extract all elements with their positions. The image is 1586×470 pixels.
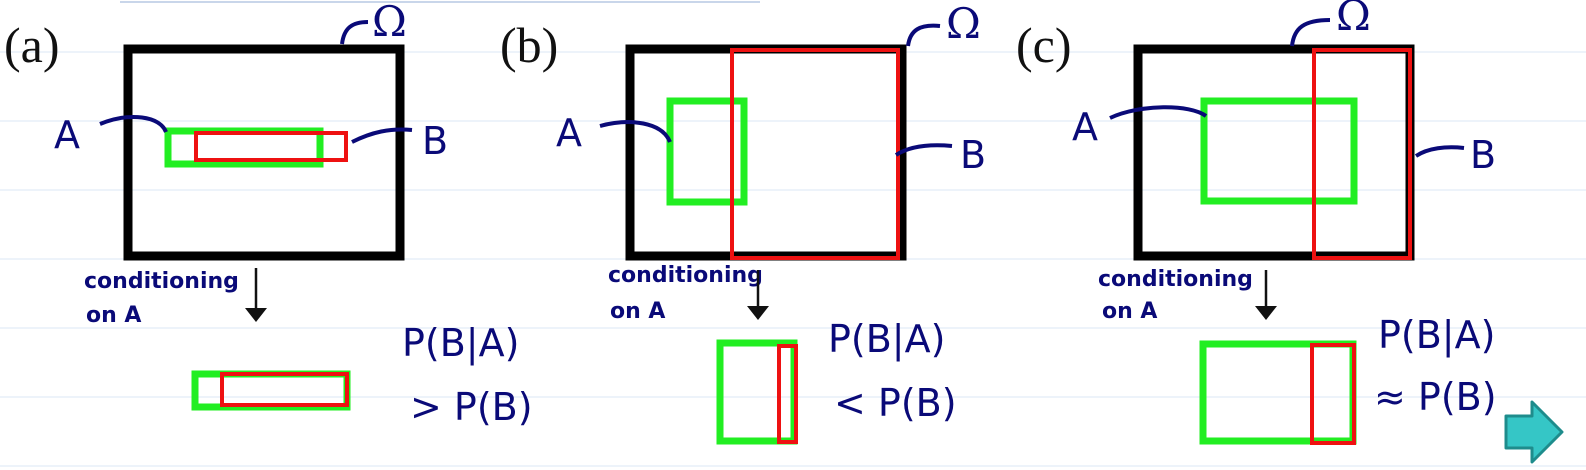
panel-b: (b) Ω A B conditioning on A P(B|A) < P(B… bbox=[500, 0, 986, 445]
panel-a-result-line2: > P(B) bbox=[410, 385, 533, 429]
panel-c-event-a bbox=[1200, 97, 1358, 205]
panel-c-label-b: B bbox=[1470, 133, 1496, 177]
panel-c-b-leader bbox=[1414, 145, 1465, 158]
panel-c-conditioned-b bbox=[1310, 343, 1356, 445]
panel-c-result-line2: ≈ P(B) bbox=[1374, 375, 1497, 419]
panel-b-b-leader bbox=[894, 143, 953, 157]
panel-b-letter: (b) bbox=[500, 17, 558, 73]
panel-c-conditioning-line2: on A bbox=[1102, 299, 1157, 324]
panel-a-omega-box bbox=[123, 44, 405, 261]
panel-c-event-b bbox=[1312, 48, 1412, 260]
panel-c-conditioned-a bbox=[1199, 340, 1357, 445]
panel-a-label-b: B bbox=[422, 119, 448, 163]
panel-b-conditioning-line2: on A bbox=[610, 299, 665, 324]
panel-c-result-line1: P(B|A) bbox=[1378, 313, 1495, 358]
panel-a-label-a: A bbox=[54, 113, 80, 157]
panel-b-omega-label: Ω bbox=[946, 0, 981, 48]
panel-c-letter: (c) bbox=[1016, 17, 1072, 73]
panel-b-event-b bbox=[730, 48, 900, 260]
panel-a-conditioned-a bbox=[191, 370, 351, 411]
panel-c-conditioning-line1: conditioning bbox=[1098, 267, 1253, 292]
panel-b-label-a: A bbox=[556, 111, 582, 155]
panel-c-omega-leader bbox=[1290, 18, 1331, 47]
panel-a: (a) Ω A B conditioning on A P(B|A) > P(B… bbox=[4, 0, 533, 429]
panel-c-omega-box bbox=[1133, 44, 1415, 261]
panel-a-conditioning-line1: conditioning bbox=[84, 269, 239, 294]
panel-b-label-b: B bbox=[960, 133, 986, 177]
panel-c: (c) Ω A B conditioning on A P(B|A) ≈ P(B… bbox=[1016, 0, 1497, 445]
panel-c-down-arrow-icon bbox=[1255, 306, 1277, 320]
panel-a-down-arrow-icon bbox=[245, 308, 267, 322]
panel-c-omega-label: Ω bbox=[1336, 0, 1371, 40]
panel-b-conditioned-a bbox=[716, 339, 798, 445]
panel-c-a-leader bbox=[1109, 105, 1208, 120]
panel-a-event-b bbox=[194, 131, 348, 162]
panel-b-result-line1: P(B|A) bbox=[828, 317, 945, 362]
panel-a-omega-label: Ω bbox=[372, 0, 407, 46]
panel-b-conditioning-line1: conditioning bbox=[608, 263, 763, 288]
panel-a-a-leader bbox=[99, 115, 168, 133]
panel-b-event-a bbox=[666, 97, 748, 206]
panel-b-down-arrow-icon bbox=[747, 306, 769, 320]
right-arrow-icon[interactable] bbox=[1504, 400, 1564, 464]
panel-a-conditioning-line2: on A bbox=[86, 303, 141, 328]
panel-a-conditioned-b bbox=[220, 372, 349, 407]
panel-c-label-a: A bbox=[1072, 105, 1098, 149]
panel-b-omega-leader bbox=[906, 23, 941, 47]
next-slide-button[interactable] bbox=[1504, 400, 1564, 464]
panel-a-result-line1: P(B|A) bbox=[402, 321, 519, 366]
panel-a-letter: (a) bbox=[4, 17, 60, 73]
panel-b-result-line2: < P(B) bbox=[834, 381, 957, 425]
panel-b-a-leader bbox=[599, 120, 672, 143]
panel-b-conditioned-b bbox=[777, 344, 798, 444]
panel-a-b-leader bbox=[351, 127, 413, 144]
panel-a-omega-leader bbox=[340, 20, 369, 45]
